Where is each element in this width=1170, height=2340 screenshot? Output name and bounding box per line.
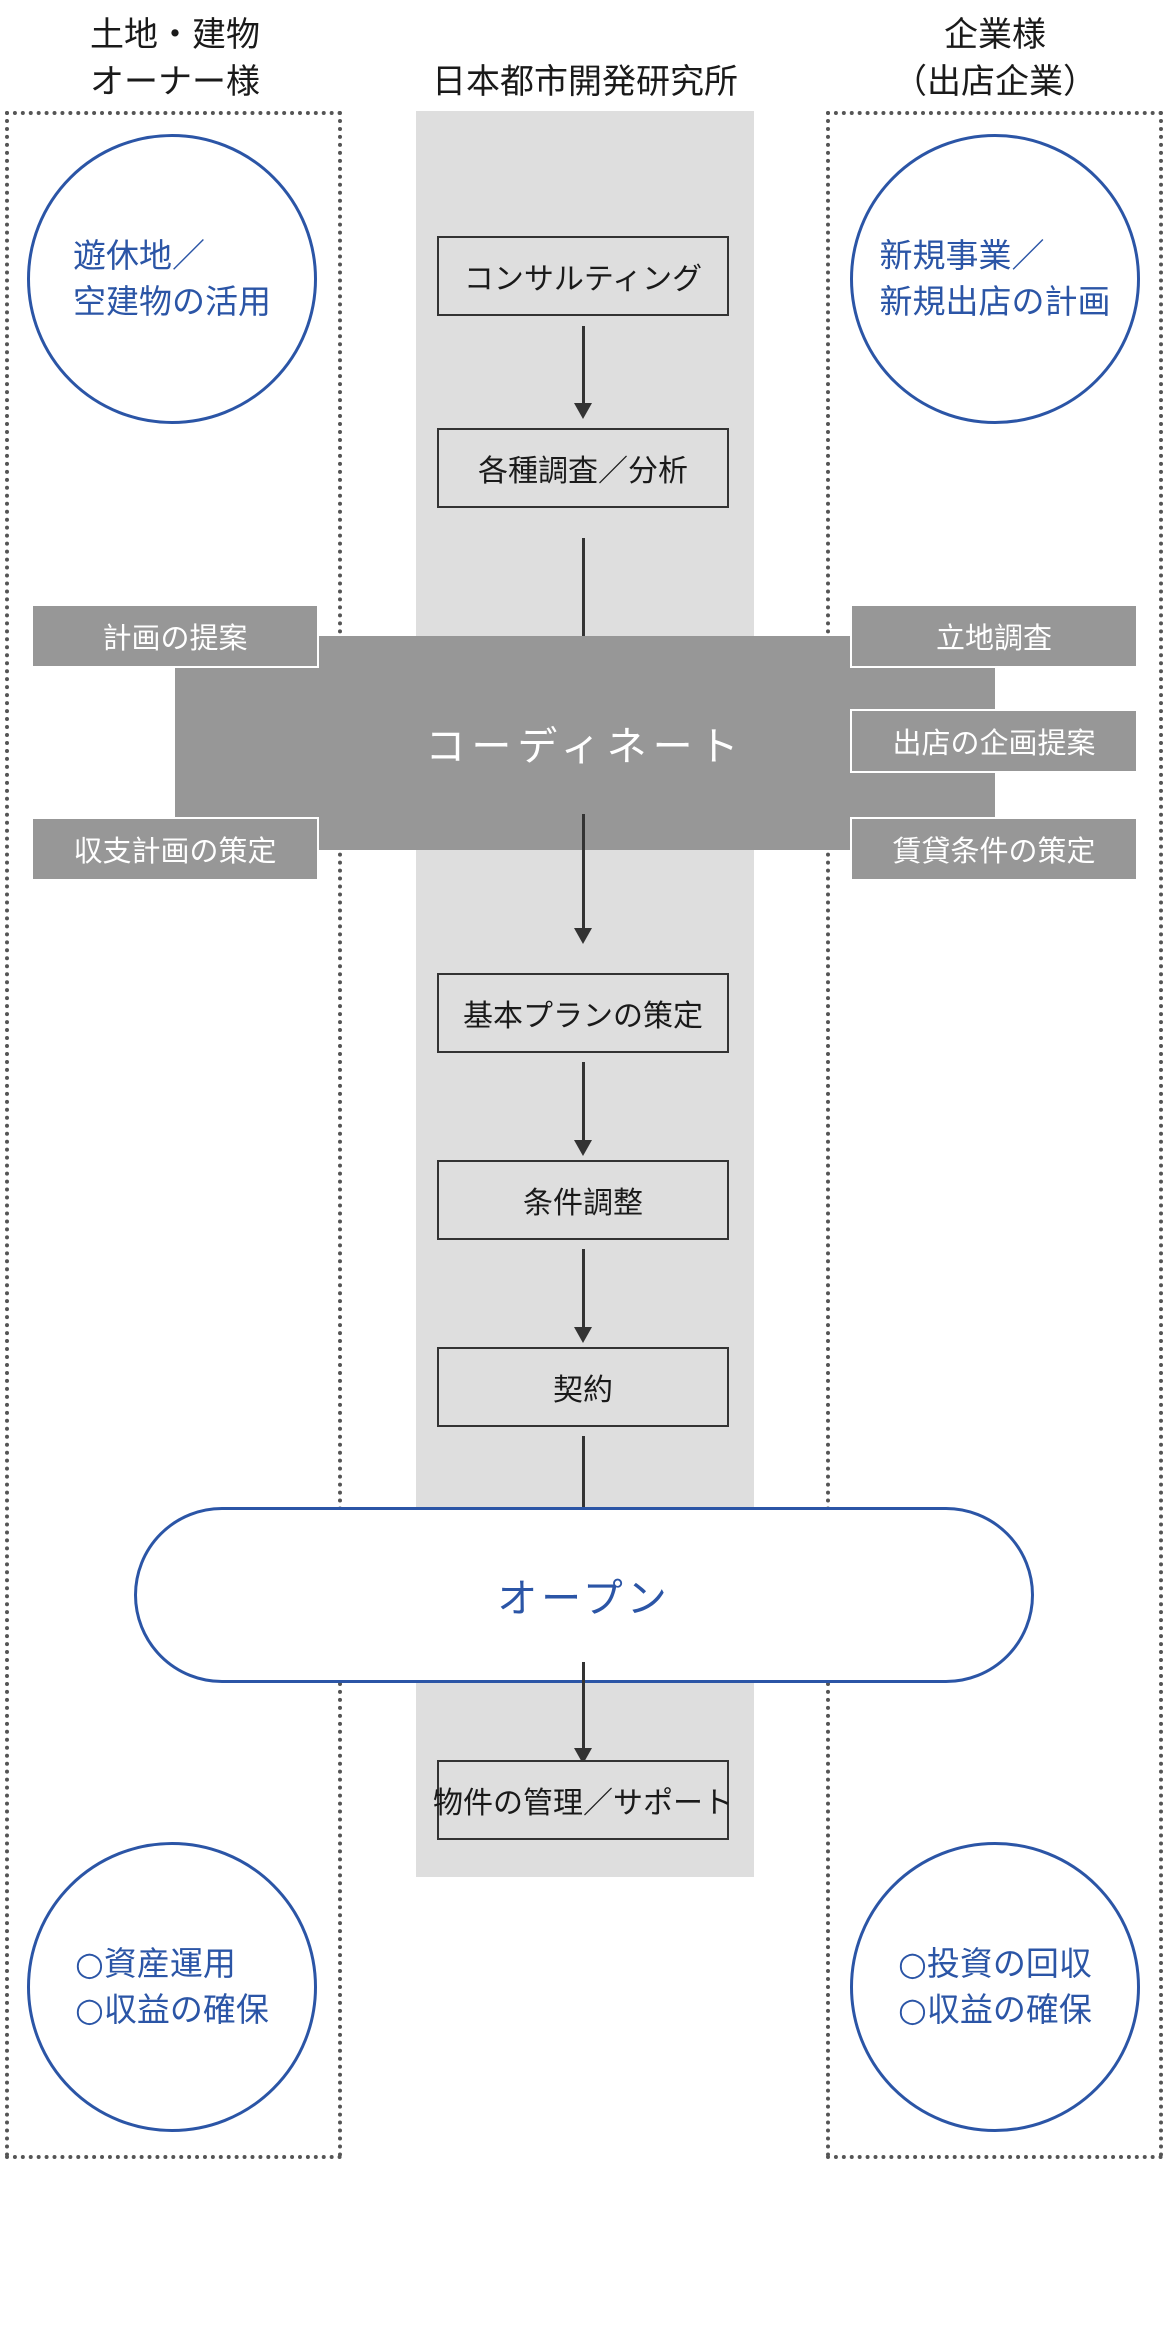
owner-goal-circle: 遊休地／ 空建物の活用 — [27, 134, 317, 424]
arrow-shaft — [582, 1249, 585, 1333]
owner-tag-plan-proposal: 計画の提案 — [31, 604, 319, 668]
owner-result-line1: ○資産運用 — [75, 1944, 236, 1983]
arrow-shaft — [582, 1062, 585, 1146]
company-tag-location-survey: 立地調査 — [850, 604, 1138, 668]
company-goal-line1: 新規事業／ — [879, 236, 1045, 275]
owner-column-header: 土地・建物 オーナー様 — [40, 12, 310, 106]
center-column-header: 日本都市開発研究所 — [415, 59, 755, 106]
arrow-down-icon — [574, 1140, 592, 1156]
company-result-circle: ○投資の回収 ○収益の確保 — [850, 1842, 1140, 2132]
owner-tag-budget-plan: 収支計画の策定 — [31, 817, 319, 881]
owner-header-line1: 土地・建物 — [90, 15, 260, 55]
company-goal-line2: 新規出店の計画 — [879, 282, 1111, 321]
owner-result-circle: ○資産運用 ○収益の確保 — [27, 1842, 317, 2132]
company-header-line2: （出店企業） — [893, 62, 1097, 102]
step-research-analysis: 各種調査／分析 — [437, 428, 729, 508]
step-contract: 契約 — [437, 1347, 729, 1427]
owner-goal-line1: 遊休地／ — [73, 236, 205, 275]
step-basic-plan: 基本プランの策定 — [437, 973, 729, 1053]
arrow-shaft — [582, 538, 585, 658]
step-consulting: コンサルティング — [437, 236, 729, 316]
coordinate-label: コーディネート — [425, 724, 745, 770]
company-result-line2: ○収益の確保 — [898, 1990, 1092, 2029]
company-result-line1: ○投資の回収 — [898, 1944, 1092, 1983]
arrow-down-icon — [574, 403, 592, 419]
owner-column-frame — [5, 111, 342, 2159]
arrow-down-icon — [574, 928, 592, 944]
arrow-shaft — [582, 814, 585, 934]
company-header-line1: 企業様 — [944, 15, 1046, 55]
arrow-shaft — [582, 1436, 585, 1524]
step-property-management: 物件の管理／サポート — [433, 1760, 733, 1840]
owner-result-line2: ○収益の確保 — [75, 1990, 269, 2029]
company-column-frame — [826, 111, 1163, 2159]
owner-header-line2: オーナー様 — [90, 62, 260, 102]
open-milestone: オープン — [134, 1507, 1034, 1683]
arrow-shaft — [582, 1662, 585, 1754]
open-label: オープン — [497, 1576, 671, 1622]
step-condition-adjust: 条件調整 — [437, 1160, 729, 1240]
center-header-text: 日本都市開発研究所 — [432, 62, 738, 102]
owner-goal-line2: 空建物の活用 — [73, 282, 271, 321]
arrow-shaft — [582, 326, 585, 412]
company-goal-circle: 新規事業／ 新規出店の計画 — [850, 134, 1140, 424]
company-column-header: 企業様 （出店企業） — [860, 12, 1130, 106]
company-tag-store-plan: 出店の企画提案 — [850, 709, 1138, 773]
company-tag-lease-terms: 賃貸条件の策定 — [850, 817, 1138, 881]
arrow-down-icon — [574, 1327, 592, 1343]
